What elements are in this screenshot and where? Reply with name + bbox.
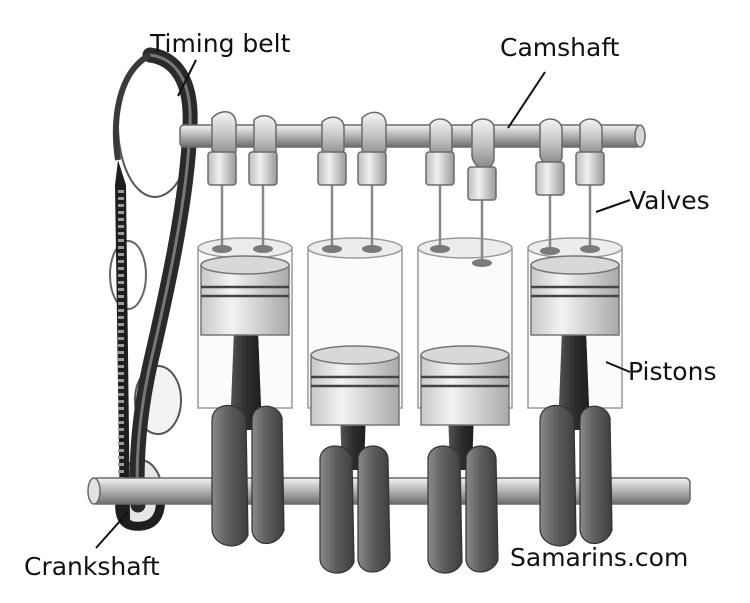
crank-throw-4 — [539, 404, 613, 547]
label-camshaft: Camshaft — [500, 33, 620, 62]
leader-lines — [95, 59, 631, 549]
crank-throw-2 — [319, 445, 391, 574]
pistons — [200, 255, 620, 426]
label-valves: Valves — [629, 186, 710, 215]
leader-camshaft — [507, 71, 546, 129]
timing-belt — [109, 47, 198, 531]
label-pistons: Pistons — [628, 357, 716, 386]
credit-text: Samarins.com — [510, 543, 688, 572]
leader-pistons — [605, 361, 631, 373]
idler-pulley — [109, 240, 147, 310]
piston-4 — [530, 255, 620, 336]
valve-heads — [212, 245, 600, 267]
valve-tappets — [207, 151, 605, 201]
crankshaft — [87, 404, 691, 574]
label-crankshaft: Crankshaft — [24, 552, 160, 581]
cam-lobes — [211, 111, 603, 170]
label-timing-belt: Timing belt — [149, 29, 291, 58]
leader-timing-belt — [177, 59, 197, 97]
camshaft — [179, 111, 646, 170]
piston-1 — [200, 255, 290, 336]
camshaft-shaft — [179, 124, 641, 148]
crank-throw-3 — [427, 445, 499, 574]
leader-valves — [595, 199, 631, 213]
piston-3 — [420, 345, 510, 426]
piston-2 — [310, 345, 400, 426]
valves — [220, 185, 592, 262]
crank-throw-1 — [211, 404, 285, 547]
leader-crankshaft — [95, 511, 129, 549]
